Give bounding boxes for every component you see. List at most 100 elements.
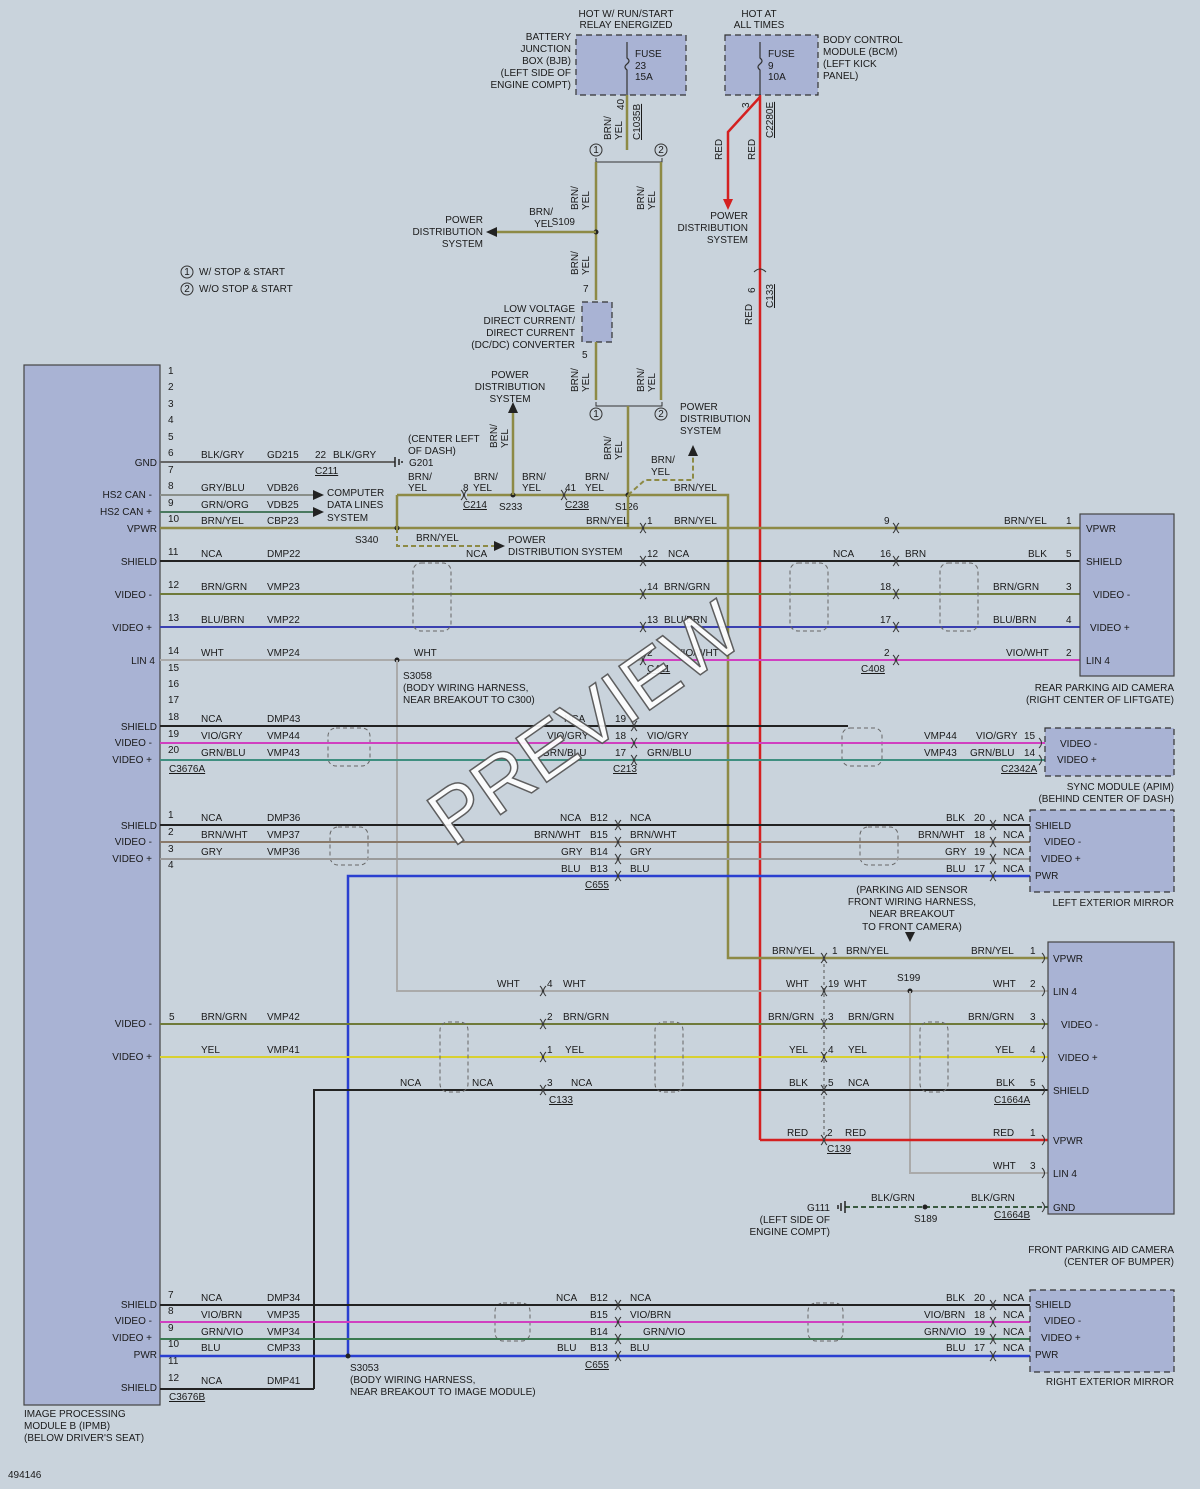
label-rm-viobrn-3: VIO/BRN [924, 1310, 965, 1321]
label-grnblu-4: GRN/BLU [970, 748, 1014, 759]
left-mirror-label: LEFT EXTERIOR MIRROR [1053, 898, 1175, 909]
label-rm-b12: B12 [590, 1293, 608, 1304]
wire-shield-front[interactable] [313, 1089, 1048, 1389]
lm-nca-pin-1: NCA [1003, 813, 1024, 824]
splice-s189[interactable] [922, 1204, 928, 1210]
bcm-label-1: BODY CONTROL [823, 35, 903, 46]
s199-note-1: (PARKING AID SENSOR [856, 885, 968, 896]
label-blkgrn-1: BLK/GRN [871, 1193, 915, 1204]
fc-pin-video-plus: VIDEO + [1058, 1053, 1098, 1064]
label-lm-brnwht-4: BRN/WHT [918, 830, 965, 841]
red-label-1: RED [714, 139, 725, 160]
ipmb-pin-lin4: LIN 4 [131, 656, 155, 667]
lm-nca-pin-3: NCA [1003, 847, 1024, 858]
image-processing-module[interactable] [23, 364, 161, 1406]
label-c133-bottom: C133 [549, 1095, 573, 1106]
right-exterior-mirror[interactable] [1029, 1289, 1175, 1373]
sync-module-apim[interactable] [1044, 727, 1175, 777]
label-brn-s126a: BRN/ [585, 472, 609, 483]
wire-lin4-front-2[interactable] [909, 991, 1048, 1174]
pds-1a: POWER [445, 215, 483, 226]
sync-pin-video-plus: VIDEO + [1057, 755, 1097, 766]
label-fc-red-1: RED [787, 1128, 808, 1139]
c213-connector-marks [630, 720, 1042, 766]
label-fc-pin4-a: 4 [828, 1045, 834, 1056]
label-fc-yel-2: YEL [565, 1045, 584, 1056]
ipmb-pin-video-minus-4: VIDEO - [115, 1019, 152, 1030]
rm-nca-pin-4: NCA [1003, 1343, 1024, 1354]
lm-num-19: 19 [974, 847, 986, 858]
label-c214-yel: YEL [473, 483, 492, 494]
label-c1664a: C1664A [994, 1095, 1030, 1106]
pds-4a: POWER [680, 402, 718, 413]
label-center-left-2: OF DASH) [408, 446, 456, 457]
label-fc-yel-4: YEL [848, 1045, 867, 1056]
fc-pin-lin4-1: LIN 4 [1053, 987, 1077, 998]
ipmb-pin-shield-4: SHIELD [121, 1300, 157, 1311]
label-brn-s233b: BRN/ [474, 472, 498, 483]
label-brn-dash: BRN/ [651, 455, 675, 466]
label-brnyel-dash: BRN/YEL [416, 533, 459, 544]
pds-1c: SYSTEM [442, 239, 483, 250]
label-fc-nca-3: NCA [571, 1078, 592, 1089]
label-wht-2: WHT [414, 648, 437, 659]
ground-g111-icon [837, 1201, 846, 1213]
wire-red-to-pds[interactable] [726, 96, 761, 200]
ipmb-pin-shield-2: SHIELD [121, 722, 157, 733]
label-viogry-2: VIO/GRY [547, 731, 589, 742]
rear-cam-pin-2: 2 [1066, 648, 1072, 659]
rm-nca-pin-3: NCA [1003, 1327, 1024, 1338]
wire-s340-dashed[interactable] [396, 528, 500, 547]
label-fc-brngrn-2: BRN/GRN [563, 1012, 609, 1023]
wire-wht-to-front[interactable] [396, 660, 548, 992]
rm-pin-shield: SHIELD [1035, 1300, 1071, 1311]
ipmb-pin-hs2-can-minus: HS2 CAN - [103, 490, 152, 501]
splice-s3053[interactable] [345, 1353, 351, 1359]
battery-junction-box[interactable] [575, 34, 687, 96]
brn-label-2: BRN/ [570, 186, 581, 210]
wire-s126-dashed[interactable] [627, 455, 694, 496]
right-mirror-wires: S3053 (BODY WIRING HARNESS, NEAR BREAKOU… [160, 1289, 1175, 1398]
label-lm-b15: B15 [590, 830, 608, 841]
brn-label-6: BRN/ [636, 368, 647, 392]
label-dmp41: DMP41 [267, 1376, 301, 1387]
bjb-label-5: ENGINE COMPT) [490, 80, 571, 91]
dcdc-pin7: 7 [583, 284, 589, 295]
label-grnblu-1: GRN/BLU [201, 748, 245, 759]
dcdc-converter[interactable] [581, 301, 613, 343]
lm-pin-shield: SHIELD [1035, 821, 1071, 832]
label-fc-yel-5: YEL [995, 1045, 1014, 1056]
label-c238: C238 [565, 500, 589, 511]
label-c411-pin13: 13 [647, 615, 659, 626]
label-rm-blu-2: BLU [557, 1343, 576, 1354]
left-exterior-mirror[interactable] [1029, 809, 1175, 893]
front-parking-aid-camera[interactable] [1047, 941, 1175, 1215]
label-lm-blu-4: BLU [946, 864, 965, 875]
bcm-label-3: (LEFT KICK [823, 59, 877, 70]
dcdc-label-1: LOW VOLTAGE [504, 304, 576, 315]
lm-num-17: 17 [974, 864, 986, 875]
pds-2b: DISTRIBUTION [677, 223, 748, 234]
rear-parking-aid-camera[interactable] [1079, 513, 1175, 677]
label-lm-brnwht-3: BRN/WHT [630, 830, 677, 841]
body-control-module[interactable] [724, 34, 819, 96]
label-nca-sync-2: NCA [564, 714, 585, 725]
label-lm-blk: BLK [946, 813, 965, 824]
bcm-label-4: PANEL) [823, 71, 858, 82]
label-fc-wht-6: WHT [993, 1161, 1016, 1172]
rm-nca-pin-1: NCA [1003, 1293, 1024, 1304]
label-viogry-4: VIO/GRY [976, 731, 1018, 742]
legend-num-1: 1 [184, 267, 190, 278]
label-rm-nca-5: NCA [201, 1376, 222, 1387]
ipmb-pin-number: 13 [168, 613, 180, 624]
wires-upper: BLK/GRY GD215 22 C211 BLK/GRY G201 (CENT… [160, 370, 1080, 992]
bcm-pin3: 3 [741, 102, 752, 108]
rear-cam-video-plus: VIDEO + [1090, 623, 1130, 634]
label-c214: C214 [463, 500, 487, 511]
shield-cans-upper [327, 562, 979, 866]
label-fc-nca-2: NCA [472, 1078, 493, 1089]
wire-pwr-left-mirror[interactable] [346, 874, 1030, 1356]
label-lm-gry-2: GRY [561, 847, 583, 858]
pds-2c: SYSTEM [707, 235, 748, 246]
